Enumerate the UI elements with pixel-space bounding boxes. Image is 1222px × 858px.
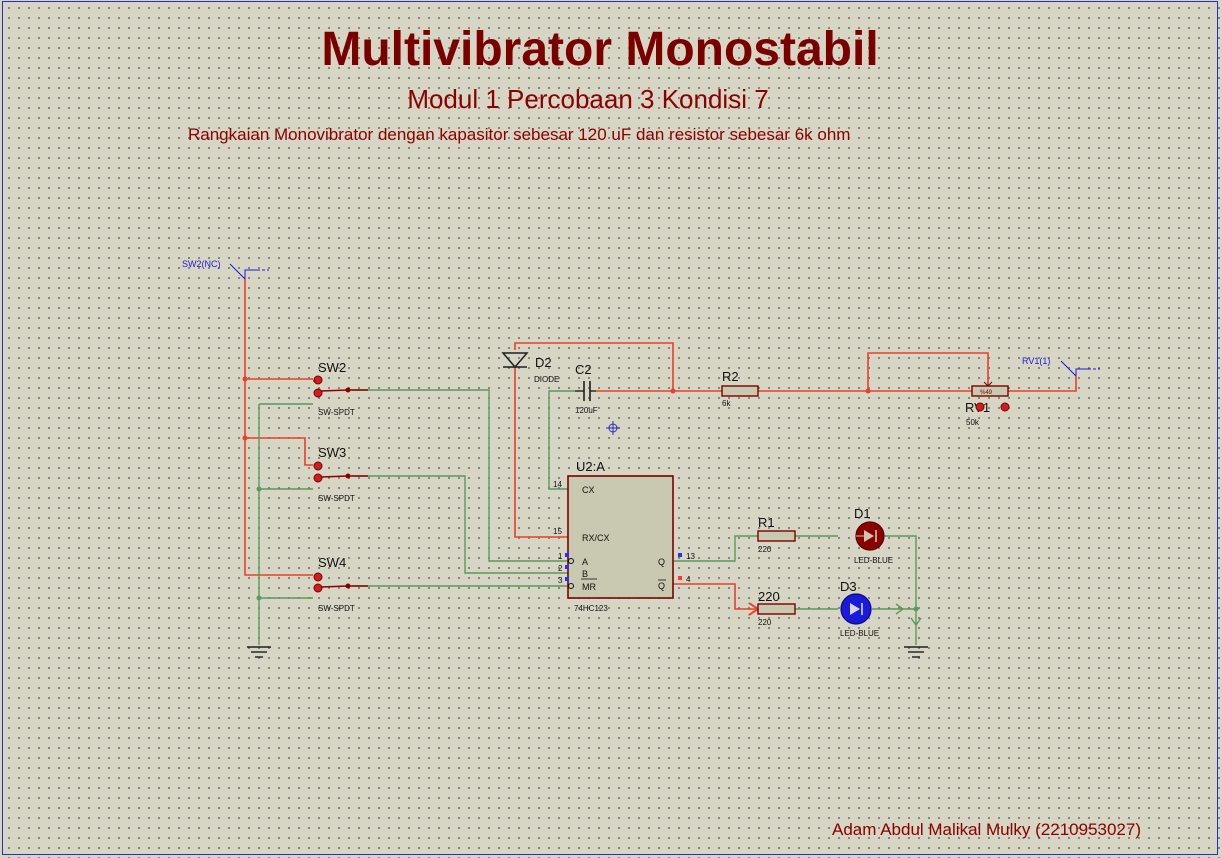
r2-label: R2 [722,369,739,384]
r1-label: R1 [758,515,775,530]
pin-a-label: A [582,557,588,567]
terminal-rv1-1-label: RV1(1) [1022,356,1050,366]
page-subtitle: Modul 1 Percobaan 3 Kondisi 7 [407,84,769,114]
sw3-type: SW-SPDT [318,494,355,503]
circuit-description: Rangkaian Monovibrator dengan kapasitor … [188,125,851,144]
sw3-label: SW3 [318,445,346,460]
sw4-type: SW-SPDT [318,604,355,613]
r1-value: 220 [758,545,772,554]
c2-label: C2 [575,362,592,377]
switch-sw3[interactable]: SW3 SW-SPDT [313,445,368,503]
sw2-label: SW2 [318,360,346,375]
terminal-rv1-1[interactable]: RV1(1) [1022,356,1100,378]
resistor-r3[interactable]: 220 220 [757,589,796,627]
d3-type: LED-BLUE [840,629,879,638]
r3-value: 220 [758,618,772,627]
pin-cx-label: CX [582,485,595,495]
sw4-label: SW4 [318,555,346,570]
switch-sw2[interactable]: SW2 SW-SPDT [313,360,368,417]
ic-u2a[interactable]: U2:A 74HC123 CX RX/CX A B MR Q Q 14 15 1… [553,459,695,613]
d3-label: D3 [840,579,857,594]
ground-symbol-left [247,646,271,658]
rv1-percent: %49 [980,390,993,396]
ground-symbol-right [904,646,928,658]
pin-mr-label: MR [582,582,596,592]
u2-label: U2:A [576,459,605,474]
r2-value: 6k [722,399,731,408]
switch-sw4[interactable]: SW4 SW-SPDT [313,555,368,613]
r3-label: 220 [758,589,780,604]
d1-label: D1 [854,506,871,521]
d2-type: DIODE [534,375,559,384]
pin-rxcx-label: RX/CX [582,533,610,543]
resistor-r2[interactable]: R2 6k [721,369,759,408]
pin2-number: 2 [558,564,563,573]
d1-type: LED-BLUE [854,556,893,565]
pin13-number: 13 [686,552,695,561]
diode-d2[interactable]: D2 DIODE [501,352,559,384]
terminal-sw2-nc[interactable]: SW2(NC) [182,259,269,281]
terminal-sw2-nc-label: SW2(NC) [182,259,221,269]
pin4-number: 4 [686,575,691,584]
d2-label: D2 [535,355,552,370]
pin3-number: 3 [558,576,563,585]
sw2-type: SW-SPDT [318,408,355,417]
pin1-number: 1 [558,552,563,561]
page-title: Multivibrator Monostabil [321,23,879,76]
u2-part: 74HC123 [574,604,608,613]
pin-b-label: B [582,569,588,579]
pin15-number: 15 [553,527,562,536]
potentiometer-rv1[interactable]: %49 RV1 50k [965,381,1010,427]
pin-qbar-label: Q [658,581,665,591]
led-d1[interactable]: D1 LED-BLUE [854,506,893,565]
capacitor-c2[interactable]: C2 120uF [575,362,598,415]
author-label: Adam Abdul Malikal Mulky (2210953027) [832,820,1142,839]
probe-crosshair-icon [606,421,620,435]
resistor-r1[interactable]: R1 220 [757,515,796,554]
c2-value: 120uF [575,406,598,415]
led-d3[interactable]: D3 LED-BLUE [840,579,879,638]
pin-q-label: Q [658,557,665,567]
inactive-junctions [256,486,919,612]
pin14-number: 14 [553,480,562,489]
active-junctions [242,376,871,441]
rv1-value: 50k [966,418,980,427]
